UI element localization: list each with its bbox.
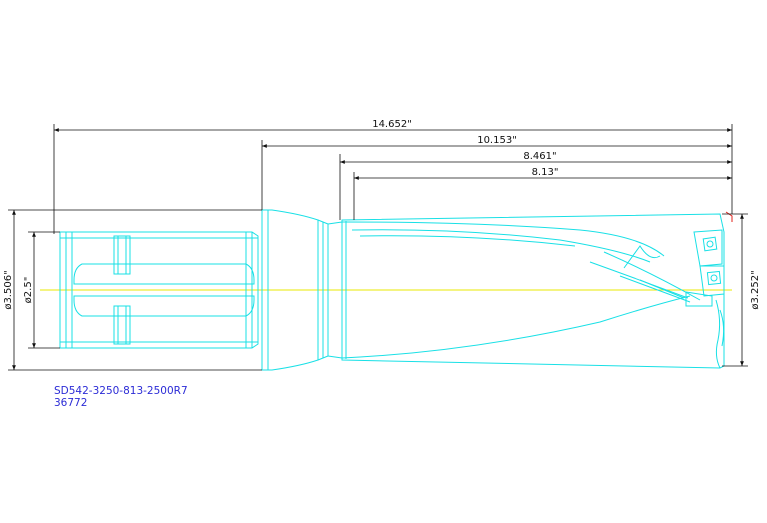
extension-lines <box>8 124 748 371</box>
part-id: 36772 <box>54 397 87 409</box>
dim-pilot-diameter: ø2.5" <box>23 232 36 348</box>
dim-flute-length-2: 8.13" <box>354 167 732 180</box>
dim-shank-diameter: ø3.506" <box>3 210 16 370</box>
dim-flute-length-2-text: 8.13" <box>532 167 559 178</box>
dim-body-length-text: 10.153" <box>477 135 517 146</box>
dim-overall-length-text: 14.652" <box>372 119 412 130</box>
dim-flute-length-1: 8.461" <box>340 151 732 164</box>
dim-shank-diameter-text: ø3.506" <box>3 270 14 309</box>
dim-cut-diameter-text: ø3.252" <box>750 270 761 309</box>
part-number: SD542-3250-813-2500R7 <box>54 385 188 397</box>
dim-body-length: 10.153" <box>262 135 732 148</box>
tip-marker <box>725 211 733 222</box>
drill-body <box>341 213 725 369</box>
dim-overall-length: 14.652" <box>54 119 732 132</box>
flange <box>261 209 343 371</box>
dim-cut-diameter: ø3.252" <box>740 214 761 366</box>
shank <box>59 231 259 349</box>
dim-pilot-diameter-text: ø2.5" <box>23 277 34 304</box>
dim-flute-length-1-text: 8.461" <box>523 151 556 162</box>
